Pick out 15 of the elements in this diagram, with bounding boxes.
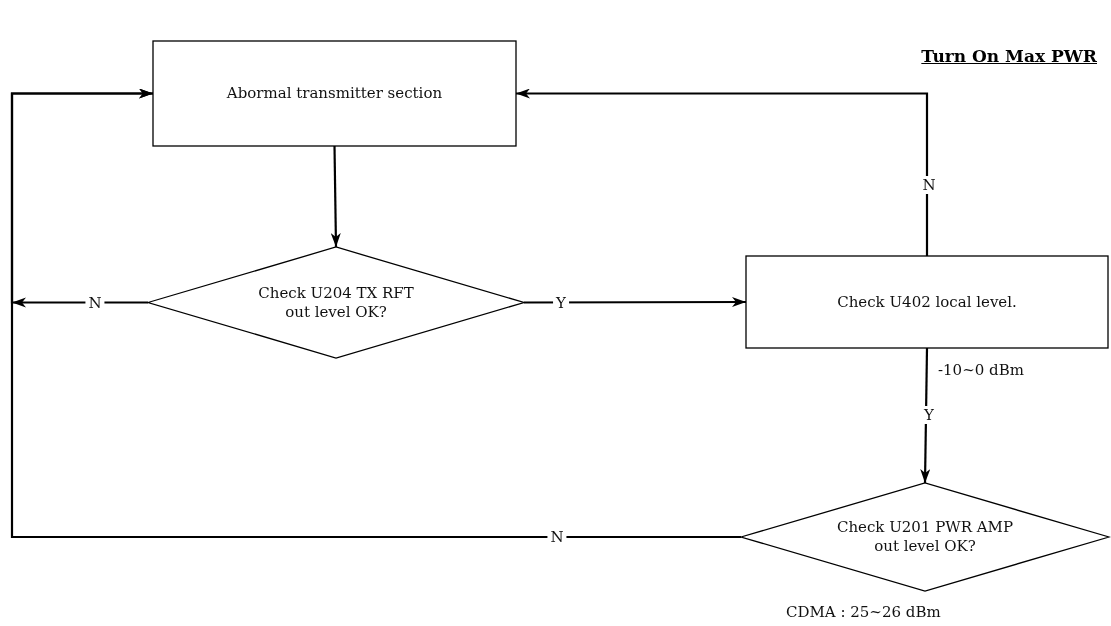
arrow [10, 88, 741, 539]
node-text: Check U204 TX RFT out level OK? [257, 283, 415, 322]
arrow [524, 297, 746, 308]
edge-label: Y [921, 406, 937, 424]
node-text: Abormal transmitter section [226, 84, 443, 103]
arrow [920, 348, 931, 483]
node-text: Check U201 PWR AMP out level OK? [835, 518, 1015, 556]
arrow [516, 88, 929, 256]
node-text: Check U402 local level. [837, 292, 1017, 312]
decision-diamond [738, 482, 1111, 592]
process-box [152, 40, 517, 147]
arrow [330, 146, 341, 247]
process-box [745, 255, 1109, 349]
decision-diamond [145, 246, 527, 359]
title: Turn On Max PWR [921, 46, 1097, 66]
